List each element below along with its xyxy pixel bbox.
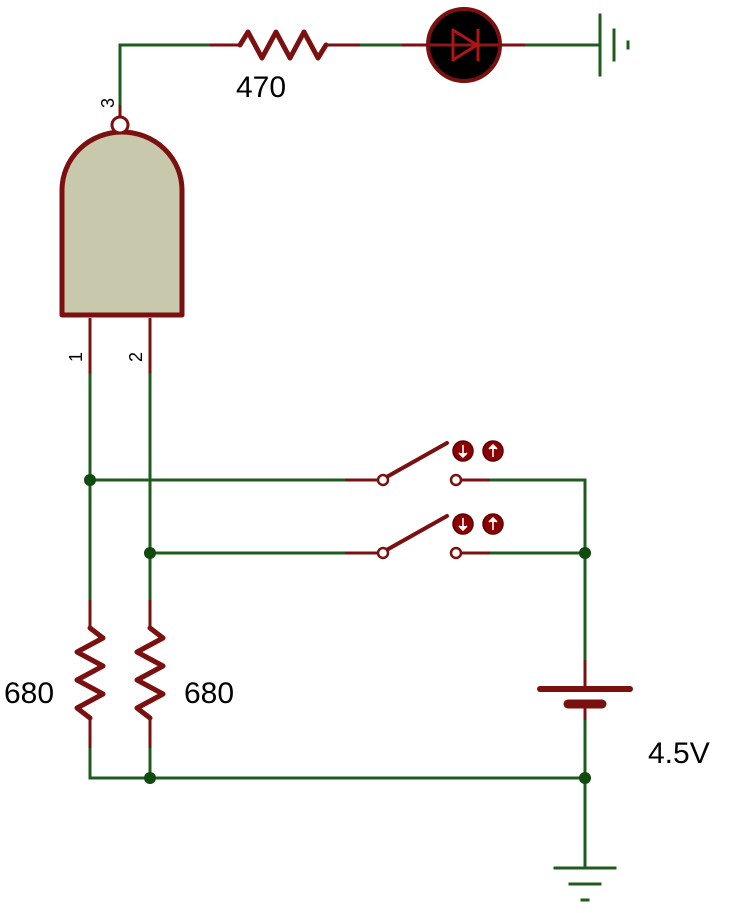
gate-pin-3: 3 bbox=[98, 98, 118, 108]
nand-gate-body bbox=[59, 129, 185, 318]
switch-2-up-button[interactable] bbox=[482, 513, 504, 535]
switch-2-down-button[interactable] bbox=[452, 513, 474, 535]
resistor-680-right[interactable] bbox=[134, 600, 166, 748]
battery-label: 4.5V bbox=[648, 737, 710, 770]
arrow-down-icon bbox=[458, 518, 468, 532]
nand-gate-inverter-bubble bbox=[110, 115, 130, 135]
output-wires bbox=[118, 43, 580, 107]
resistor-680-left[interactable] bbox=[74, 600, 106, 748]
switch-2[interactable] bbox=[345, 514, 490, 560]
ground-symbol-top bbox=[576, 13, 630, 77]
gate-pin-1: 1 bbox=[66, 352, 86, 362]
switch-1-down-button[interactable] bbox=[452, 440, 474, 462]
resistor-680-right-label: 680 bbox=[184, 677, 234, 710]
switch-1-up-button[interactable] bbox=[482, 440, 504, 462]
arrow-up-icon bbox=[488, 443, 498, 457]
resistor-470-label: 470 bbox=[236, 71, 286, 104]
battery[interactable] bbox=[537, 660, 633, 720]
arrow-down-icon bbox=[458, 445, 468, 459]
resistor-470[interactable] bbox=[210, 29, 360, 61]
gate-pin-2: 2 bbox=[126, 352, 146, 362]
switch-1[interactable] bbox=[345, 441, 490, 487]
led[interactable] bbox=[402, 7, 525, 83]
input-wires bbox=[88, 373, 587, 870]
nand-gate[interactable] bbox=[59, 105, 185, 375]
ground-symbol-bottom bbox=[553, 866, 617, 902]
arrow-up-icon bbox=[488, 516, 498, 530]
resistor-680-left-label: 680 bbox=[4, 677, 54, 710]
junctions bbox=[84, 474, 591, 784]
